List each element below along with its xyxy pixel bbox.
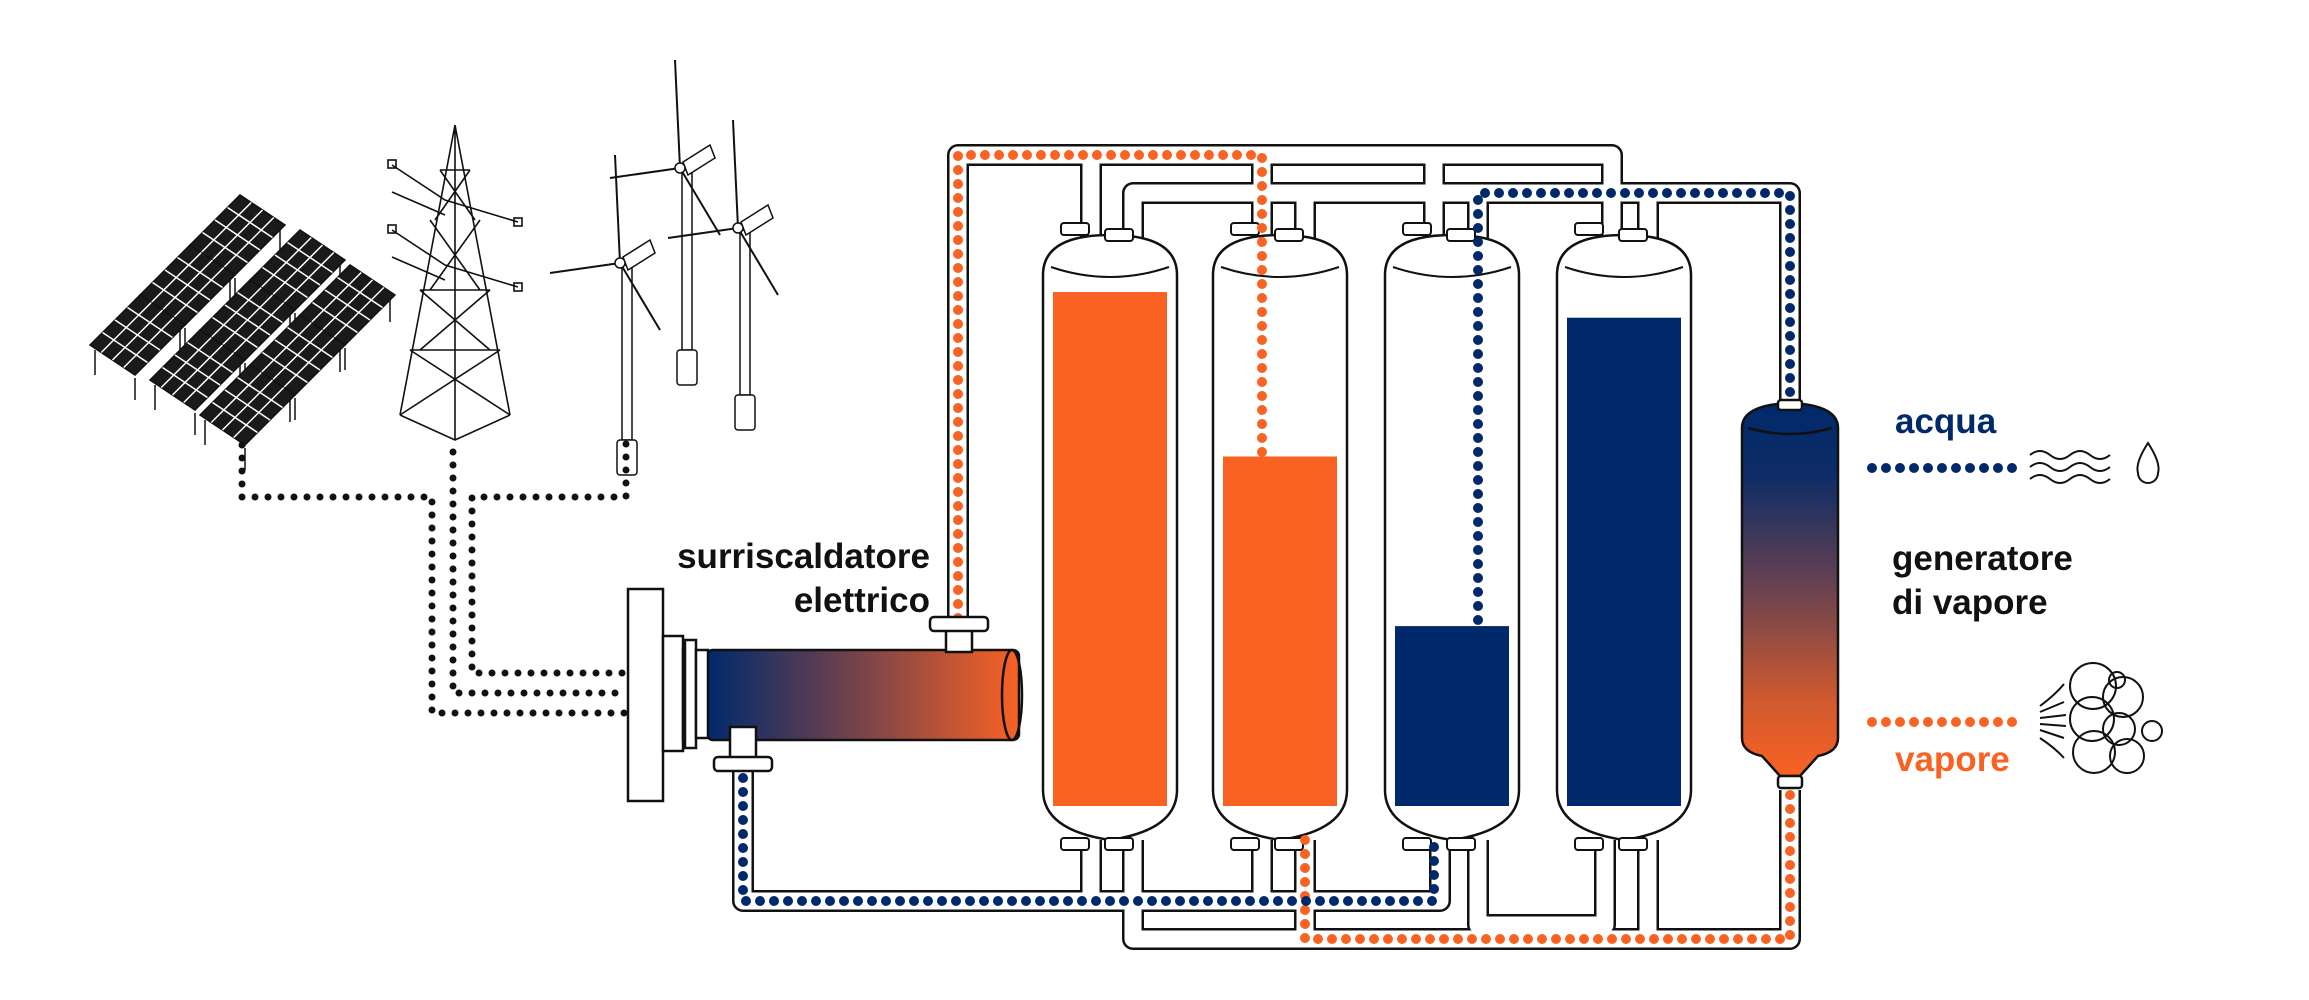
tank-2 [1211, 222, 1349, 851]
steam-generator [1740, 398, 1840, 790]
solar-panel [148, 329, 247, 435]
steam-cloud-icon [2039, 662, 2163, 774]
tank-1 [1041, 222, 1179, 851]
tank-nozzle [1274, 228, 1304, 242]
tank-nozzle [1402, 837, 1432, 851]
water-waves-drop-icon [2029, 441, 2160, 484]
tank-nozzle [1060, 837, 1090, 851]
tank-nozzle [1618, 228, 1648, 242]
tank-fill-level [1223, 456, 1337, 806]
tank-fill-level [1567, 317, 1681, 806]
heater-label: surriscaldatore elettrico [630, 535, 930, 623]
storage-tanks [1041, 222, 1693, 851]
tank-nozzle [1574, 222, 1604, 236]
tank-nozzle [1618, 837, 1648, 851]
tank-nozzle [1104, 228, 1134, 242]
tank-nozzle [1230, 222, 1260, 236]
solar-panel [188, 194, 287, 300]
wind-turbines-icon [549, 59, 779, 476]
tank-nozzle [1574, 837, 1604, 851]
water-label: acqua [1895, 402, 1997, 441]
power-wires [238, 440, 630, 717]
wind-turbine [549, 154, 661, 476]
cold-flow-dots [738, 188, 2025, 906]
tank-nozzle [1446, 228, 1476, 242]
tank-nozzle [1446, 837, 1476, 851]
tank-nozzle [1230, 837, 1260, 851]
wind-turbine [667, 119, 779, 431]
solar-panel [248, 314, 347, 420]
tank-nozzle [1060, 222, 1090, 236]
hot-flow-dots [953, 150, 2025, 944]
heater-label-line2: elettrico [793, 581, 930, 620]
tank-nozzle [1274, 837, 1304, 851]
tank-fill-level [1395, 626, 1509, 806]
solar-panel [198, 364, 297, 470]
tank-nozzle [1402, 222, 1432, 236]
generator-label-line2: di vapore [1892, 583, 2048, 622]
tank-nozzle [1104, 837, 1134, 851]
power-pylon-icon [387, 124, 523, 441]
tank-4 [1555, 222, 1693, 851]
solar-panel [88, 294, 187, 400]
generator-label: generatore di vapore [1892, 537, 2073, 625]
generator-label-line1: generatore [1892, 539, 2073, 578]
tank-fill-level [1053, 292, 1167, 806]
heater-label-line1: surriscaldatore [677, 537, 930, 576]
solar-panels-icon [88, 194, 397, 470]
electric-superheater [626, 587, 1024, 803]
steam-label: vapore [1895, 740, 2010, 779]
wind-turbine [609, 59, 721, 386]
tank-3 [1383, 222, 1521, 851]
heater-flange [626, 587, 665, 803]
